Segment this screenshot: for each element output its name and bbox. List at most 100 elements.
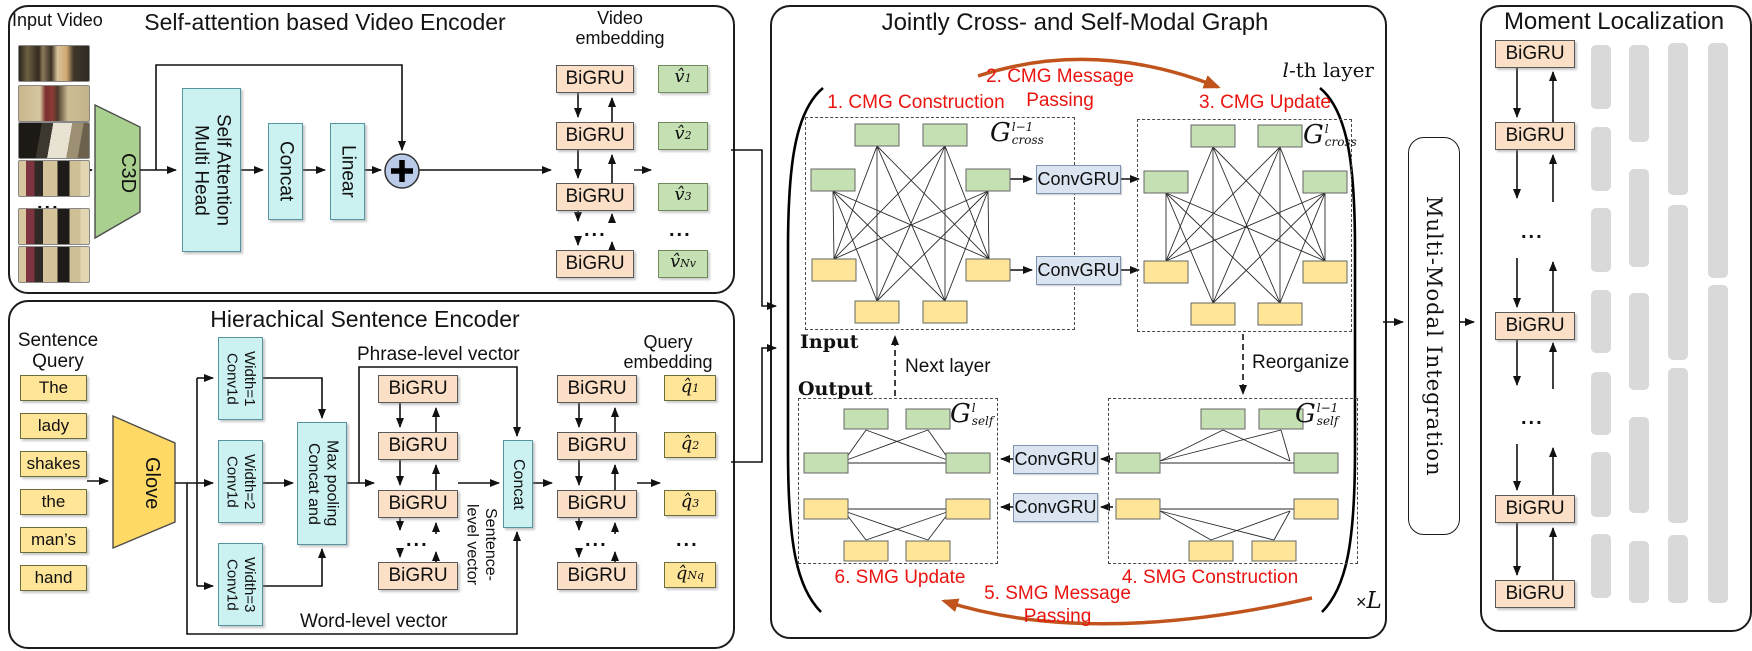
video-encoder-title: Self-attention based Video Encoder <box>144 9 506 35</box>
bigru-block: BiGRU <box>1495 495 1575 523</box>
reorganize-label: Reorganize <box>1252 352 1350 373</box>
concat-max-line1: Concat and <box>305 442 322 525</box>
glove-block-label: Glove <box>141 456 163 510</box>
bigru-ellipsis: ... <box>406 529 429 551</box>
linear-label: Linear <box>337 145 359 198</box>
query-embedding-title-line2: embedding <box>623 352 713 373</box>
convgru-block: ConvGRU <box>1036 256 1121 285</box>
bigru-block: BiGRU <box>557 490 637 518</box>
bigru-ellipsis: ... <box>1521 221 1544 243</box>
step6-label: 6. SMG Update <box>834 567 966 588</box>
smg-update-graph <box>803 408 991 562</box>
multi-modal-integration-block: Multi-Modal Integration <box>1408 137 1460 535</box>
query-word: lady <box>20 413 87 439</box>
embedding-index: 3 <box>684 190 692 203</box>
cmg-update-box <box>1137 119 1352 332</box>
g-symbol: G <box>990 118 1011 148</box>
bigru-ellipsis: ... <box>584 219 607 241</box>
g-sub: self <box>971 413 994 428</box>
sentence-query-line1: Sentence <box>17 330 99 351</box>
embedding-index: 1 <box>692 382 700 395</box>
query-word: the <box>20 489 87 515</box>
embedding-index: 3 <box>692 497 700 510</box>
bigru-block: BiGRU <box>378 490 458 518</box>
step1-label: 1. CMG Construction <box>827 92 1005 113</box>
query-embedding-item: q̂3 <box>664 490 716 516</box>
video-embedding-item: v̂1 <box>658 65 708 93</box>
video-embedding-title-line1: Video <box>597 8 643 28</box>
concat-block-video: Concat <box>268 123 303 220</box>
layer-label: l-th layer <box>1262 58 1374 82</box>
bigru-block: BiGRU <box>378 432 458 460</box>
video-frame <box>18 45 90 82</box>
embedding-symbol: v̂ <box>674 66 685 87</box>
step5-label-line2: Passing <box>1023 606 1092 627</box>
convgru-block: ConvGRU <box>1013 493 1098 522</box>
query-embedding-item: q̂1 <box>664 375 716 401</box>
bigru-block: BiGRU <box>378 375 458 403</box>
convgru-block: ConvGRU <box>1013 445 1098 474</box>
query-embedding-title: Query embedding <box>612 332 724 372</box>
video-frame <box>18 160 90 197</box>
embedding-index: 1 <box>684 72 692 85</box>
smg-construction-box <box>1108 398 1358 564</box>
mhsa-line2: Self Attention <box>212 114 234 226</box>
g-sub: cross <box>1011 132 1044 147</box>
g-sup: l <box>1324 122 1329 136</box>
concat-block-sentence: Concat <box>503 440 533 528</box>
step5-label-line1: 5. SMG Message <box>984 583 1131 604</box>
embedding-symbol: q̂ <box>675 563 688 584</box>
bigru-block: BiGRU <box>1495 580 1575 608</box>
phrase-vector-label: Phrase-level vector <box>357 344 520 365</box>
concat-max-line2: Max pooling <box>323 440 341 527</box>
concat-label: Concat <box>275 141 297 202</box>
bigru-block: BiGRU <box>1495 312 1575 340</box>
g-symbol: G <box>950 399 971 429</box>
next-layer-label: Next layer <box>905 356 991 377</box>
embedding-symbol: q̂ <box>680 433 693 454</box>
g-sup: l−1 <box>1011 120 1034 134</box>
embedding-symbol: v̂ <box>674 123 685 144</box>
step2-label-line1: 2. CMG Message <box>986 66 1134 87</box>
g-symbol: G <box>1295 399 1316 429</box>
query-embedding-title-line1: Query <box>643 332 693 352</box>
video-embedding-item: v̂Nv <box>658 250 708 278</box>
sentence-vector-label: Sentence- level vector <box>459 488 499 600</box>
cmg-construction-box <box>805 117 1075 330</box>
embedding-index: 2 <box>684 129 692 142</box>
conv1d-line1: Conv1d <box>223 455 241 508</box>
bigru-block: BiGRU <box>556 250 634 278</box>
g-sup: l <box>971 401 976 415</box>
query-word: man’s <box>20 527 87 553</box>
query-word: The <box>20 375 87 401</box>
conv1d-line1: Conv1d <box>223 558 241 611</box>
query-embedding-item: q̂Nq <box>664 562 716 588</box>
bigru-block: BiGRU <box>1495 40 1575 68</box>
video-frame <box>18 246 90 283</box>
sentence-vector-line1: Sentence- <box>482 507 499 581</box>
smg-construction-graph <box>1115 408 1339 562</box>
query-embedding-ellipsis: ... <box>676 529 699 551</box>
input-video-label: Input Video <box>12 10 103 30</box>
cmg-construction-graph <box>810 123 1011 324</box>
sentence-encoder-title: Hierachical Sentence Encoder <box>210 306 520 332</box>
mhsa-line1: Multi Head <box>190 124 212 216</box>
embedding-symbol: q̂ <box>680 491 693 512</box>
smg-update-box <box>798 398 998 564</box>
multi-modal-integration-label: Multi-Modal Integration <box>1422 195 1446 477</box>
g-sub: self <box>1316 413 1339 428</box>
cmg-update-graph <box>1143 124 1348 326</box>
video-frame <box>18 122 90 159</box>
embedding-symbol: q̂ <box>680 376 693 397</box>
bigru-block: BiGRU <box>1495 122 1575 150</box>
bigru-block: BiGRU <box>556 183 634 211</box>
times-l-label: ×L <box>1356 588 1382 614</box>
step2-label-line2: Passing <box>1026 90 1094 111</box>
